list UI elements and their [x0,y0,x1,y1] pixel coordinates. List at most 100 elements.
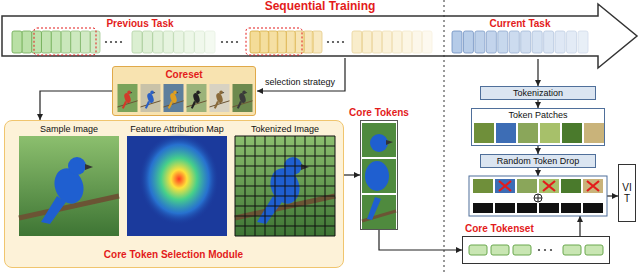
ellipsis-dot [221,41,223,43]
patch-grid [235,186,335,187]
ellipsis-dot [226,41,228,43]
token-tile [474,123,494,143]
task-card [475,31,485,53]
core-token-tile [473,203,493,213]
concat-symbol [534,194,542,202]
photo-background [187,84,207,112]
illustration [463,237,611,265]
token-slot [563,245,581,255]
flow-arrow [537,146,538,154]
selected-samples-box [34,28,96,55]
photo-background [118,84,138,112]
task-card [422,31,432,53]
ellipsis-dot [105,41,107,43]
bird-beak [200,92,202,94]
task-card [578,31,588,53]
photo-background [19,136,119,236]
task-card [32,31,42,53]
flow-arrow [537,168,538,176]
node-text: Tokenization [513,88,563,98]
task-card [402,31,412,53]
ellipsis-dot [550,249,552,251]
core-token-tile [561,203,581,213]
ellipsis-dot [115,41,117,43]
flow-arrow [537,59,538,86]
node-text: Core Token Selection Module [5,249,342,261]
token-assembly-box [469,176,607,216]
task-card [90,31,100,53]
patch-grid [235,226,335,227]
node-text: Feature Attribution Map [124,124,230,134]
token-tile [496,123,516,143]
task-card [412,31,422,53]
token-slot [513,245,531,255]
ellipsis-dot [120,41,122,43]
task-card [352,31,362,53]
node-text: Random Token Drop [497,156,579,166]
module-panel: Sample ImageFeature Attribution MapToken… [4,120,344,268]
patch-grid [325,136,326,236]
bird-tail [168,101,173,109]
photo-background [210,84,230,112]
bird-beak [177,92,179,94]
bird-beak [131,92,133,94]
token-tile [517,179,537,193]
core-token-tile [517,203,537,213]
task-card [452,31,462,53]
token-tile [495,179,515,193]
core-token-tile [583,203,603,213]
token-tile [583,179,603,193]
task-card [51,31,61,53]
patch-grid [235,216,335,217]
core-token-patch [362,159,396,193]
bird-beak [386,140,393,145]
illustration [361,121,399,231]
ellipsis-dot [342,41,344,43]
token-patches-box: Token Patches [471,108,605,146]
heatmap-glow [139,133,219,225]
task-card [362,31,372,53]
bird-body [169,92,178,103]
node-text: Coreset [113,69,255,81]
node-text: Core Tokens [340,107,418,119]
task-card [486,31,496,53]
concat-symbol [534,194,542,202]
ellipsis-dot [236,41,238,43]
bird-body [146,92,155,103]
drop-cross [543,181,555,191]
bird-tail [122,101,127,109]
bird-tail [145,101,150,109]
task-card [567,31,577,53]
ellipsis-dot [544,249,546,251]
task-card [12,31,22,53]
bird-beak [154,92,156,94]
node-text: Tokenized Image [232,124,338,134]
patch-grid [235,236,335,237]
bird-tail [214,101,219,109]
bird-body [123,92,132,103]
node-text: Token Patches [472,110,604,120]
node-text: VIT [622,182,632,204]
core-token-strip: Core Tokens [360,120,398,230]
token-tile [561,179,581,193]
selected-samples-box [246,28,302,55]
token-tile [562,123,582,143]
flow-arrow [537,100,538,108]
core-token-patch [362,123,396,157]
photo-background [141,84,161,112]
drop-cross [499,181,511,191]
flow-arrow [40,91,112,120]
core-token-tile [495,203,515,213]
bird-tail [41,196,66,224]
photo-background [235,136,335,236]
task-card [544,31,554,53]
timeline-arrow [2,4,637,68]
token-slot [491,245,509,255]
task-divider [444,0,445,272]
annotation-label: selection strategy [260,77,340,87]
token-slot [469,245,487,255]
task-card [392,31,402,53]
bird-head [150,91,154,95]
patch-grid [295,136,296,236]
token-tile [539,179,559,193]
